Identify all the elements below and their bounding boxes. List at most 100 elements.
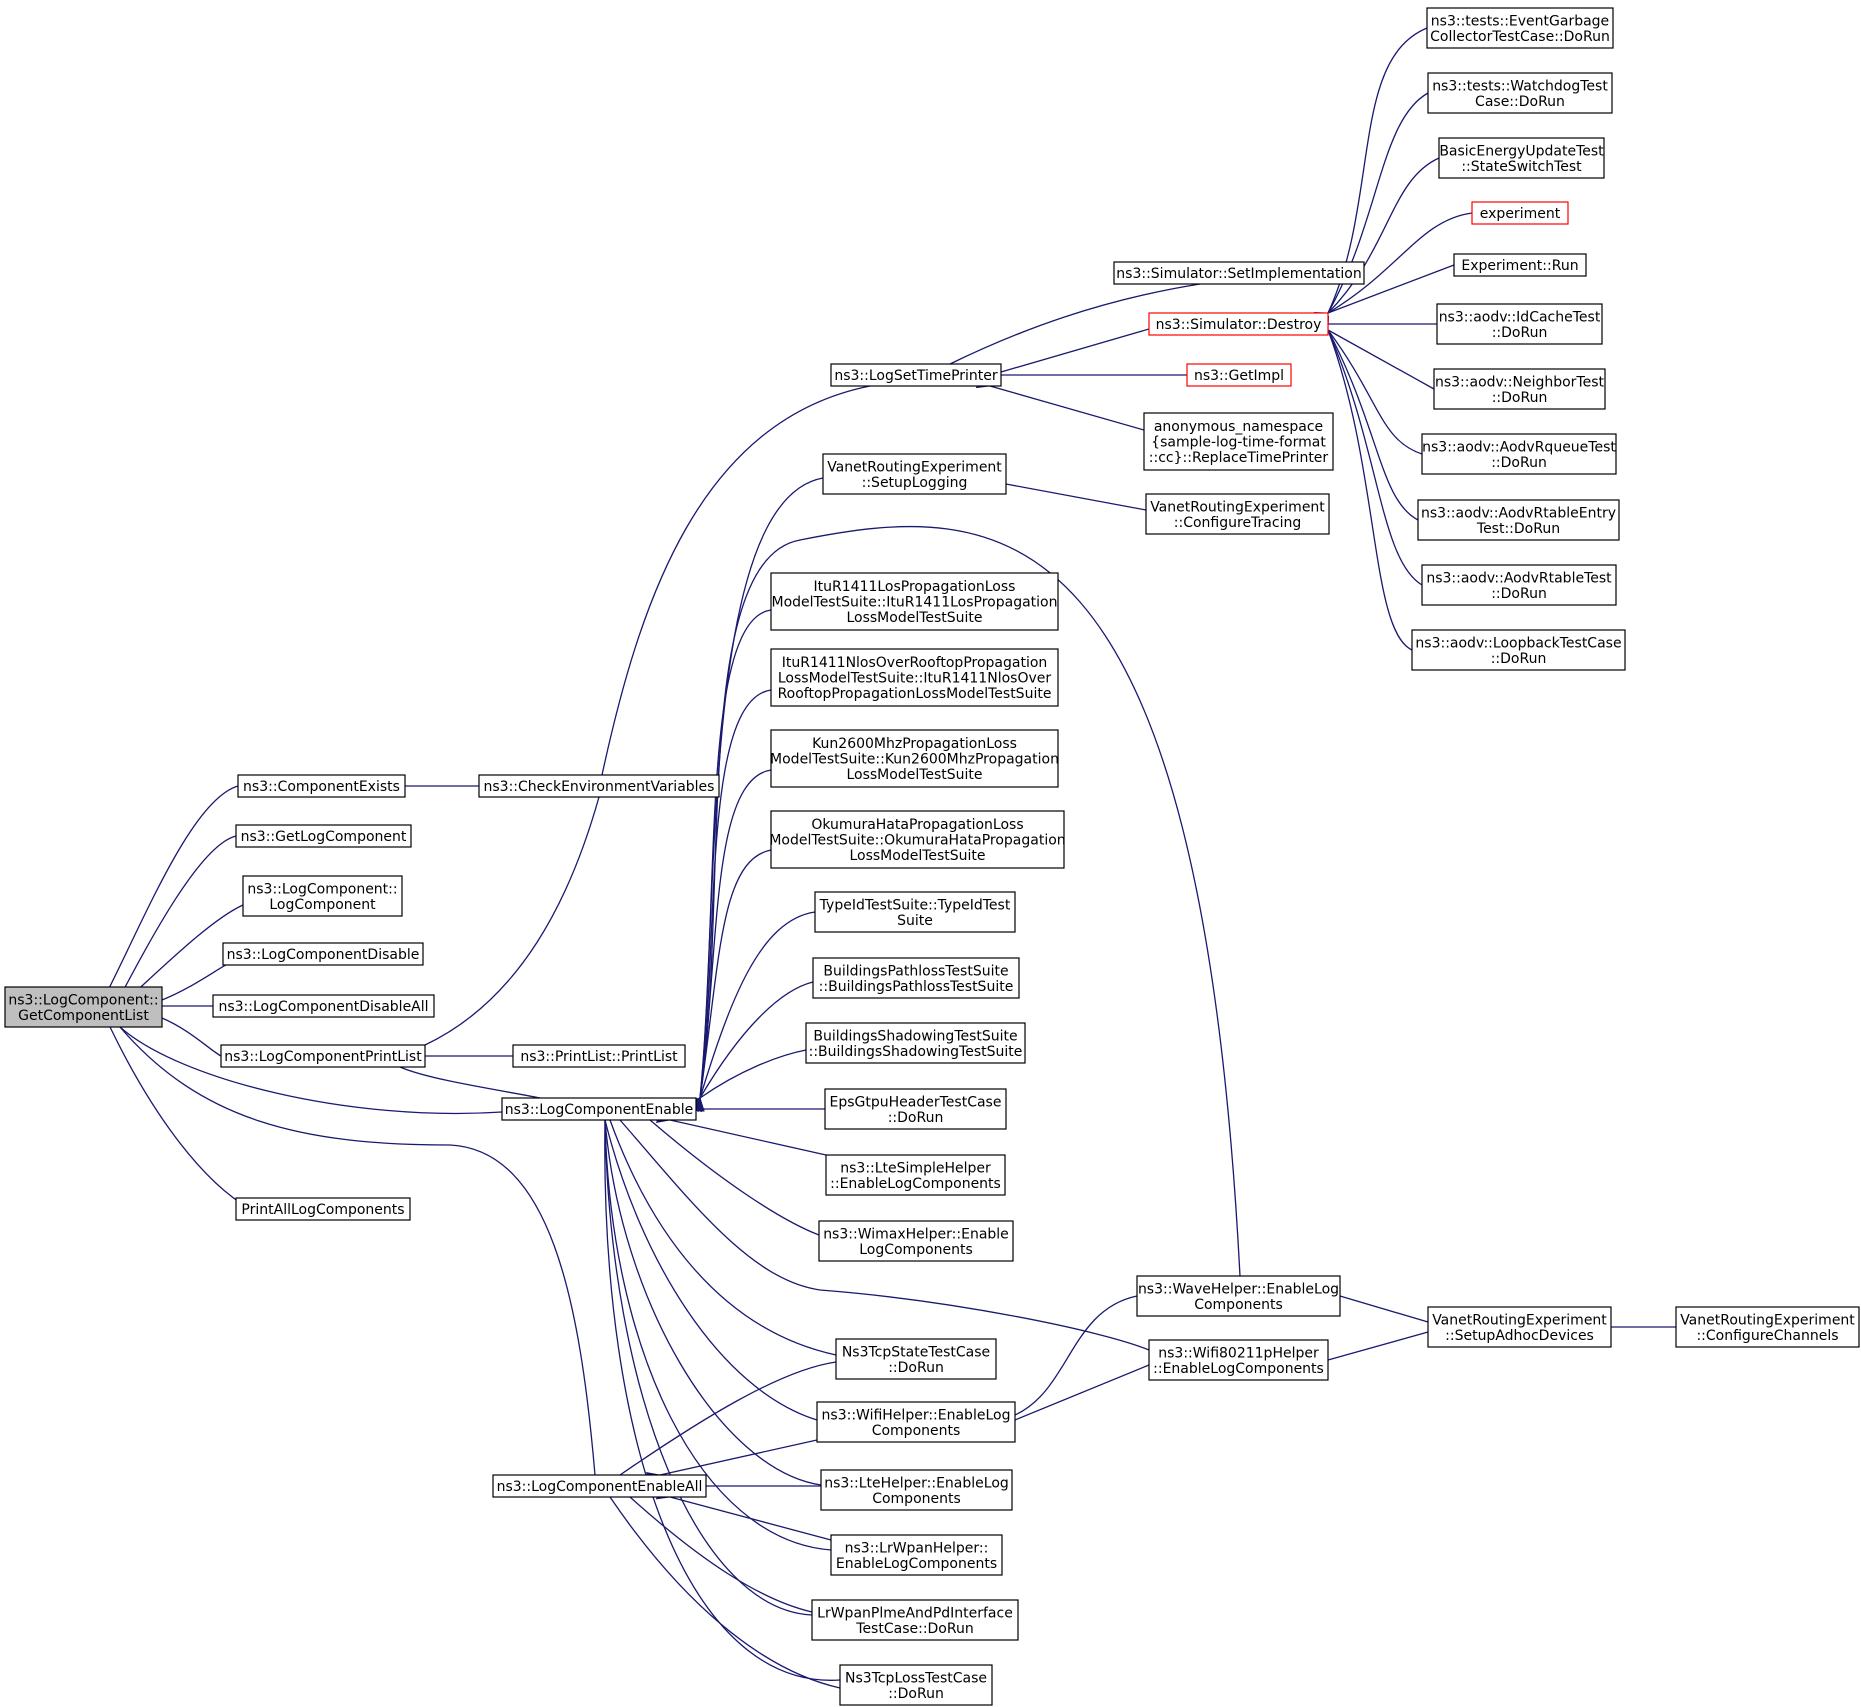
node-box xyxy=(1427,1306,1612,1348)
node-lteSimpleHelper[interactable]: ns3::LteSimpleHelper::EnableLogComponent… xyxy=(825,1154,1006,1196)
node-vanetSetupLogging[interactable]: VanetRoutingExperiment::SetupLogging xyxy=(822,453,1007,495)
node-box xyxy=(212,994,435,1018)
node-label-line: ItuR1411NlosOverRooftopPropagation xyxy=(782,655,1048,671)
edge-ns3TcpState-to-logComponentEnable xyxy=(599,1105,837,1356)
node-buildingsShadowing[interactable]: BuildingsShadowingTestSuite::BuildingsSh… xyxy=(805,1022,1026,1064)
node-aodvNeighbor[interactable]: ns3::aodv::NeighborTest::DoRun xyxy=(1433,368,1606,410)
node-logSetTimePrinter[interactable]: ns3::LogSetTimePrinter xyxy=(830,363,1002,387)
node-label-line: ModelTestSuite::ItuR1411LosPropagation xyxy=(771,595,1057,611)
node-label-line: ::BuildingsShadowingTestSuite xyxy=(809,1044,1023,1060)
node-box xyxy=(1453,253,1587,277)
node-aodvLoopback[interactable]: ns3::aodv::LoopbackTestCase::DoRun xyxy=(1411,629,1626,671)
node-box xyxy=(822,453,1007,495)
node-vanetConfigTracing[interactable]: VanetRoutingExperiment::ConfigureTracing xyxy=(1145,493,1330,535)
node-aodvRtable[interactable]: ns3::aodv::AodvRtableTest::DoRun xyxy=(1421,564,1617,606)
node-ituLos[interactable]: ItuR1411LosPropagationLossModelTestSuite… xyxy=(770,572,1059,631)
node-label-line: ns3::LogComponentDisableAll xyxy=(218,999,428,1015)
edge-componentExists-to-root xyxy=(88,785,239,1021)
node-lteHelper[interactable]: ns3::LteHelper::EnableLogComponents xyxy=(820,1469,1013,1511)
node-label-line: Components xyxy=(872,1423,961,1439)
node-typeIdSuite[interactable]: TypeIdTestSuite::TypeIdTestSuite xyxy=(814,891,1016,933)
node-label-line: VanetRoutingExperiment xyxy=(1150,499,1325,515)
edge-logComponentEnable-to-root xyxy=(106,1013,503,1115)
node-box xyxy=(770,729,1059,788)
node-ns3TcpState[interactable]: Ns3TcpStateTestCase::DoRun xyxy=(835,1338,997,1380)
node-basicEnergy[interactable]: BasicEnergyUpdateTest::StateSwitchTest xyxy=(1438,137,1605,179)
node-label-line: ns3::tests::EventGarbage xyxy=(1431,13,1609,29)
node-box xyxy=(1411,629,1626,671)
node-printListCtor[interactable]: ns3::PrintList::PrintList xyxy=(512,1044,686,1068)
node-ns3TcpLoss[interactable]: Ns3TcpLossTestCase::DoRun xyxy=(839,1664,993,1706)
node-label-line: ns3::LogComponentPrintList xyxy=(224,1049,422,1065)
node-logComponentEnableAll[interactable]: ns3::LogComponentEnableAll xyxy=(492,1474,707,1498)
edge-simSetImpl-to-logSetTimePrinter xyxy=(935,283,1201,376)
node-epsGtpu[interactable]: EpsGtpuHeaderTestCase::DoRun xyxy=(824,1088,1007,1130)
node-label-line: ns3::Wifi80211pHelper xyxy=(1158,1345,1319,1361)
node-waveHelper[interactable]: ns3::WaveHelper::EnableLogComponents xyxy=(1136,1275,1341,1317)
node-label-line: ::DoRun xyxy=(1491,651,1547,667)
node-box xyxy=(805,1022,1026,1064)
node-label-line: ::DoRun xyxy=(888,1110,944,1126)
edge-logComponentEnable-to-logComponentPrintList xyxy=(385,1056,541,1099)
node-logComponentEnable[interactable]: ns3::LogComponentEnable xyxy=(501,1097,697,1121)
node-aodvRqueue[interactable]: ns3::aodv::AodvRqueueTest::DoRun xyxy=(1421,433,1617,475)
node-box xyxy=(825,1154,1006,1196)
node-componentExists[interactable]: ns3::ComponentExists xyxy=(237,774,406,798)
node-wifi80211p[interactable]: ns3::Wifi80211pHelper::EnableLogComponen… xyxy=(1148,1339,1329,1381)
node-eventGarbage[interactable]: ns3::tests::EventGarbageCollectorTestCas… xyxy=(1426,7,1614,49)
node-label-line: ::ConfigureChannels xyxy=(1696,1328,1838,1344)
edge-aodvRtable-to-simDestroy xyxy=(1317,315,1423,586)
node-experiment[interactable]: experiment xyxy=(1471,201,1569,225)
node-ituNlos[interactable]: ItuR1411NlosOverRooftopPropagationLossMo… xyxy=(770,648,1059,707)
node-wimaxHelper[interactable]: ns3::WimaxHelper::EnableLogComponents xyxy=(818,1220,1014,1262)
node-label-line: ns3::PrintList::PrintList xyxy=(520,1049,678,1065)
node-logComponentDisableAll[interactable]: ns3::LogComponentDisableAll xyxy=(212,994,435,1018)
node-label-line: LogComponents xyxy=(859,1242,973,1258)
node-root[interactable]: ns3::LogComponent::GetComponentList xyxy=(4,986,163,1028)
node-label-line: experiment xyxy=(1480,206,1561,222)
node-label-line: RooftopPropagationLossModelTestSuite xyxy=(778,686,1052,702)
node-box xyxy=(222,942,424,966)
node-vanetConfigChannels[interactable]: VanetRoutingExperiment::ConfigureChannel… xyxy=(1675,1306,1860,1348)
node-label-line: ::DoRun xyxy=(1492,390,1548,406)
edge-vanetSetupAdhoc-to-waveHelper xyxy=(1325,1286,1429,1323)
node-logComponentDisable[interactable]: ns3::LogComponentDisable xyxy=(222,942,424,966)
edge-lrWpanPlme-to-logComponentEnable xyxy=(598,1106,813,1616)
node-logComponentPrintList[interactable]: ns3::LogComponentPrintList xyxy=(220,1044,426,1068)
edge-experimentRun-to-simDestroy xyxy=(1313,264,1455,324)
edge-wifi80211p-to-logComponentEnable xyxy=(606,1106,1150,1351)
node-label-line: Components xyxy=(872,1491,961,1507)
node-experimentRun[interactable]: Experiment::Run xyxy=(1453,253,1587,277)
node-lrWpanHelper[interactable]: ns3::LrWpanHelper::EnableLogComponents xyxy=(830,1534,1003,1576)
node-vanetSetupAdhoc[interactable]: VanetRoutingExperiment::SetupAdhocDevice… xyxy=(1427,1306,1612,1348)
edge-lteHelper-to-logComponentEnable xyxy=(597,1106,822,1486)
node-wifiHelper[interactable]: ns3::WifiHelper::EnableLogComponents xyxy=(816,1401,1016,1443)
node-box xyxy=(1143,412,1334,471)
node-label-line: ns3::LogComponentEnable xyxy=(505,1102,693,1118)
node-label-line: ns3::aodv::AodvRtableTest xyxy=(1426,570,1612,586)
node-checkEnvVars[interactable]: ns3::CheckEnvironmentVariables xyxy=(478,774,720,798)
node-anonReplace[interactable]: anonymous_namespace{sample-log-time-form… xyxy=(1143,412,1334,471)
node-logComponentCtor[interactable]: ns3::LogComponent::LogComponent xyxy=(242,875,403,917)
node-okumura[interactable]: OkumuraHataPropagationLossModelTestSuite… xyxy=(769,810,1066,869)
node-getImpl[interactable]: ns3::GetImpl xyxy=(1186,363,1292,387)
node-box xyxy=(1433,368,1606,410)
edge-lrWpanHelper-to-logComponentEnable xyxy=(598,1106,832,1551)
node-printAllLogComponents[interactable]: PrintAllLogComponents xyxy=(235,1197,411,1221)
node-buildingsPathloss[interactable]: BuildingsPathlossTestSuite::BuildingsPat… xyxy=(812,957,1020,999)
node-kun2600[interactable]: Kun2600MhzPropagationLossModelTestSuite:… xyxy=(770,729,1059,788)
node-box xyxy=(814,891,1016,933)
node-simSetImpl[interactable]: ns3::Simulator::SetImplementation xyxy=(1113,261,1365,285)
node-simDestroy[interactable]: ns3::Simulator::Destroy xyxy=(1148,312,1329,336)
node-getLogComponent[interactable]: ns3::GetLogComponent xyxy=(235,824,412,848)
edge-ns3TcpLoss-to-logComponentEnableAll xyxy=(597,1482,841,1689)
node-label-line: ns3::aodv::AodvRtableEntry xyxy=(1421,505,1616,521)
node-label-line: ns3::LogComponentEnableAll xyxy=(497,1479,703,1495)
node-label-line: ::EnableLogComponents xyxy=(1153,1361,1324,1377)
edge-lrWpanPlme-to-logComponentEnableAll xyxy=(616,1483,813,1613)
node-aodvIdCache[interactable]: ns3::aodv::IdCacheTest::DoRun xyxy=(1436,303,1603,345)
edge-logComponentEnableAll-to-root xyxy=(106,1013,596,1476)
